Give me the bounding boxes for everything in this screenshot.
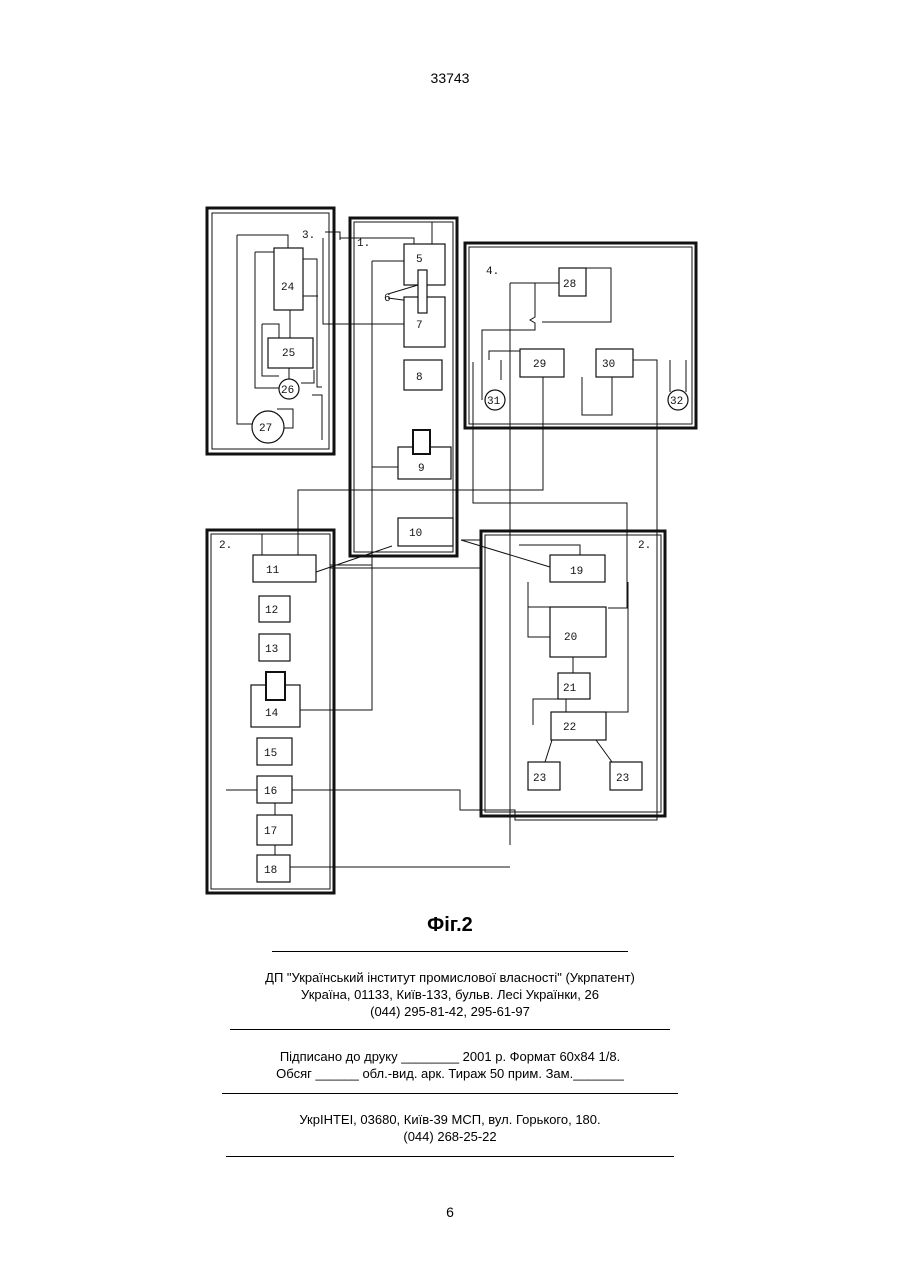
group-1-label: 1. <box>357 238 370 250</box>
block-23-right-label: 23 <box>616 773 629 785</box>
block-19-label: 19 <box>570 566 583 578</box>
block-22-label: 22 <box>563 722 576 734</box>
block-30-label: 30 <box>602 359 615 371</box>
publisher-address: Україна, 01133, Київ-133, бульв. Лесі Ук… <box>0 986 900 1003</box>
block-15-label: 15 <box>264 748 277 760</box>
block-13-label: 13 <box>265 644 278 656</box>
figure-caption: Фіг.2 <box>0 914 900 937</box>
block-18-label: 18 <box>264 865 277 877</box>
group-3-label: 3. <box>302 230 315 242</box>
block-22 <box>551 712 606 740</box>
block-7-label: 7 <box>416 320 423 332</box>
page-number: 6 <box>0 1204 900 1220</box>
block-29-label: 29 <box>533 359 546 371</box>
publisher-phone: (044) 295-81-42, 295-61-97 <box>0 1003 900 1020</box>
block-14-insert <box>266 672 285 700</box>
block-10-label: 10 <box>409 528 422 540</box>
block-32-label: 32 <box>670 396 683 408</box>
block-26-label: 26 <box>281 385 294 397</box>
block-16-label: 16 <box>264 786 277 798</box>
block-24 <box>274 248 303 310</box>
block-21-label: 21 <box>563 683 577 695</box>
print-info-block: Підписано до друку ________ 2001 р. Форм… <box>0 1048 900 1082</box>
divider <box>226 1156 674 1157</box>
block-diagram-figure: 24 25 26 27 5 7 6 8 9 10 28 29 30 31 32 … <box>200 196 715 902</box>
block-9-insert <box>413 430 430 454</box>
block-17-label: 17 <box>264 826 277 838</box>
divider <box>222 1093 678 1094</box>
block-8 <box>404 360 442 390</box>
print-signed-line: Підписано до друку ________ 2001 р. Форм… <box>0 1048 900 1065</box>
block-31-label: 31 <box>487 396 501 408</box>
document-number: 33743 <box>0 70 900 86</box>
block-8-label: 8 <box>416 372 423 384</box>
block-12-label: 12 <box>265 605 278 617</box>
printer-phone: (044) 268-25-22 <box>0 1128 900 1145</box>
group-2-left-label: 2. <box>219 540 232 552</box>
block-6-label: 6 <box>384 293 391 305</box>
block-5-label: 5 <box>416 254 423 266</box>
divider <box>230 1029 670 1030</box>
block-28-label: 28 <box>563 279 576 291</box>
block-9-label: 9 <box>418 463 425 475</box>
block-14-label: 14 <box>265 708 279 720</box>
printer-block: УкрІНТЕІ, 03680, Київ-39 МСП, вул. Горьк… <box>0 1111 900 1145</box>
divider <box>272 951 628 952</box>
block-20-label: 20 <box>564 632 577 644</box>
block-24-label: 24 <box>281 282 295 294</box>
block-20 <box>550 607 606 657</box>
block-23-left-label: 23 <box>533 773 546 785</box>
block-11 <box>253 555 316 582</box>
group-2-right-label: 2. <box>638 540 651 552</box>
block-6 <box>418 270 427 313</box>
printer-address: УкрІНТЕІ, 03680, Київ-39 МСП, вул. Горьк… <box>0 1111 900 1128</box>
publisher-name: ДП "Український інститут промислової вла… <box>0 969 900 986</box>
block-10 <box>398 518 453 546</box>
block-25-label: 25 <box>282 348 295 360</box>
print-volume-line: Обсяг ______ обл.-вид. арк. Тираж 50 при… <box>0 1065 900 1082</box>
block-11-label: 11 <box>266 565 280 577</box>
publisher-block: ДП "Український інститут промислової вла… <box>0 969 900 1020</box>
block-27-label: 27 <box>259 423 272 435</box>
group-4-label: 4. <box>486 266 499 278</box>
